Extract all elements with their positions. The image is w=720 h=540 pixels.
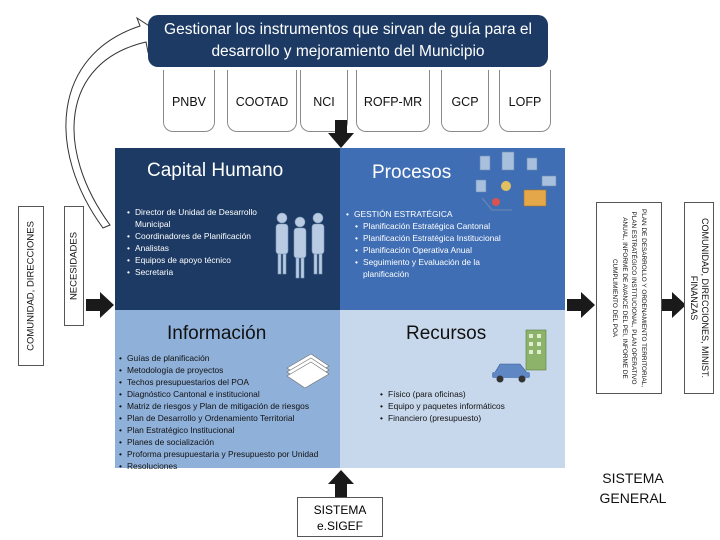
list-item: Seguimiento y Evaluación de la planifica… [355, 256, 521, 280]
quadrant-capital-humano: Capital Humano Director de Unidad de Des… [115, 148, 340, 310]
list-item: Físico (para oficinas) [380, 388, 550, 400]
down-arrow-icon [328, 120, 354, 148]
list-item: Equipo y paquetes informáticos [380, 400, 550, 412]
left-outer-label: COMUNIDAD, DIRECCIONES [25, 221, 37, 351]
list-item: GESTIÓN ESTRATÉGICA [346, 208, 521, 220]
products-box [596, 202, 662, 394]
tab-label: PNBV [171, 95, 207, 109]
quadrant-title: Capital Humano [147, 160, 284, 181]
list-item: Secretaria [127, 266, 277, 278]
list-item: Metodología de proyectos [119, 364, 339, 376]
quadrant-informacion: Información Guías de planificación Metod… [115, 310, 340, 472]
procesos-list: GESTIÓN ESTRATÉGICA Planificación Estrat… [346, 208, 521, 280]
list-item: Plan Estratégico Institucional [119, 424, 339, 436]
list-item: Director de Unidad de Desarrollo Municip… [127, 206, 277, 230]
quadrant-title: Procesos [372, 162, 452, 183]
quadrant-title: Información [167, 323, 267, 344]
tab-label: ROFP-MR [363, 95, 423, 109]
goal-banner: Gestionar los instrumentos que sirvan de… [148, 15, 548, 67]
right-outer-label: COMUNIDAD, DIRECCIONES, MINIST. FINANZAS [689, 217, 710, 378]
tab-gcp: GCP [441, 70, 489, 132]
list-item: Proforma presupuestaria y Presupuesto po… [119, 448, 339, 460]
list-item: Resoluciones [119, 460, 339, 472]
capital-humano-list: Director de Unidad de Desarrollo Municip… [127, 206, 277, 278]
system-esigef-label: SISTEMA e.SIGEF [297, 497, 383, 537]
right-outer-box [684, 202, 714, 394]
right-arrow-icon [658, 292, 686, 318]
right-arrow-icon [567, 292, 595, 318]
list-item: Matriz de riesgos y Plan de mitigación d… [119, 400, 339, 412]
list-item: Diagnóstico Cantonal e institucional [119, 388, 339, 400]
list-item: Coordinadores de Planificación [127, 230, 277, 242]
list-item: Techos presupuestarios del POA [119, 376, 339, 388]
right-arrow-icon [86, 292, 114, 318]
informacion-list: Guías de planificación Metodología de pr… [119, 352, 339, 472]
process-workflow-icon [475, 151, 557, 211]
list-item: Planes de socialización [119, 436, 339, 448]
list-item: Guías de planificación [119, 352, 339, 364]
list-item: Analistas [127, 242, 277, 254]
recursos-list: Físico (para oficinas) Equipo y paquetes… [380, 388, 550, 424]
tab-label: LOFP [508, 95, 542, 109]
list-item: Financiero (presupuesto) [380, 412, 550, 424]
building-car-icon [492, 329, 547, 383]
list-item: Planificación Estratégica Cantonal [355, 220, 521, 232]
list-item: Planificación Operativa Anual [355, 244, 521, 256]
tab-pnbv: PNBV [163, 70, 215, 132]
people-icon [275, 212, 325, 279]
up-arrow-icon [328, 470, 354, 498]
tab-label: GCP [451, 95, 479, 109]
tab-label: NCI [313, 95, 335, 109]
tab-label: COOTAD [235, 95, 289, 109]
list-item: Planificación Estratégica Institucional [355, 232, 521, 244]
list-item: Equipos de apoyo técnico [127, 254, 277, 266]
quadrant-recursos: Recursos Físico (para oficinas) Equipo y… [340, 310, 565, 468]
left-outer-box [18, 206, 44, 366]
quadrant-title: Recursos [406, 323, 487, 344]
left-inner-box [64, 206, 84, 326]
products-label: PLAN DE DESARROLLO Y ORDENAMIENTO TERRIT… [611, 208, 648, 388]
system-general-label: SISTEMA GENERAL [599, 470, 667, 506]
tab-rofp-mr: ROFP-MR [356, 70, 430, 132]
left-inner-label: NECESIDADES [68, 231, 80, 301]
goal-banner-text: Gestionar los instrumentos que sirvan de… [164, 21, 532, 60]
tab-lofp: LOFP [499, 70, 551, 132]
tab-cootad: COOTAD [227, 70, 297, 132]
list-item: Plan de Desarrollo y Ordenamiento Territ… [119, 412, 339, 424]
quadrant-procesos: Procesos GESTIÓN ESTRATÉGICA Planificaci… [340, 148, 565, 310]
